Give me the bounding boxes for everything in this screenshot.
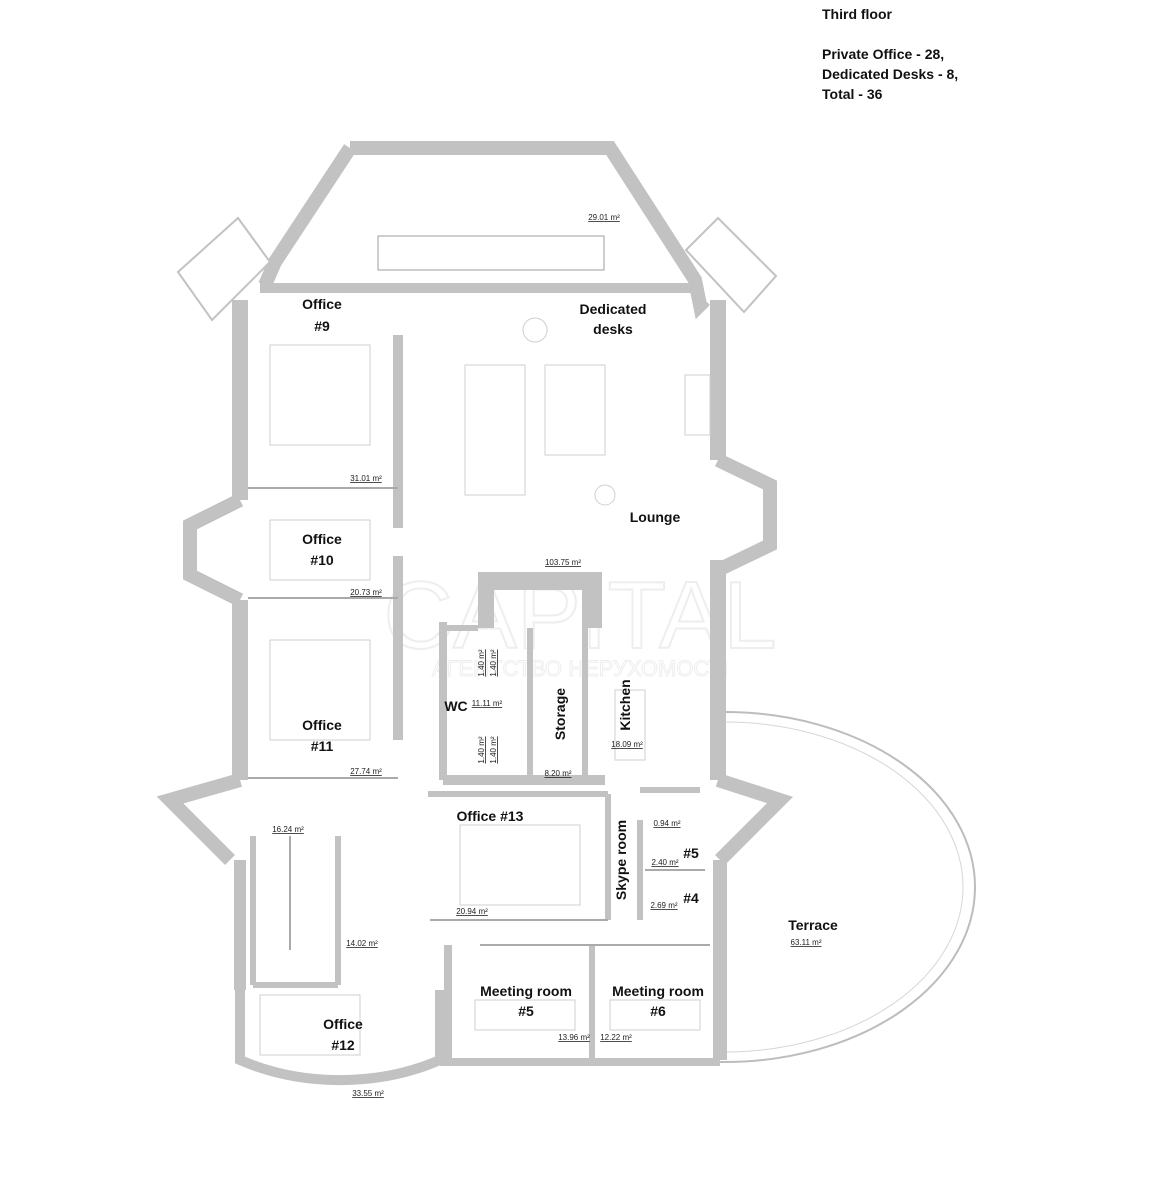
interior-walls bbox=[248, 335, 710, 1060]
office-10-label: Office bbox=[302, 531, 342, 547]
meeting-room-5-number: #5 bbox=[518, 1003, 534, 1019]
room-office-13: Office #13 20.94 m² bbox=[456, 808, 523, 916]
office-12-label: Office bbox=[323, 1016, 363, 1032]
office-11-label: Office bbox=[302, 717, 342, 733]
office-11-area: 27.74 m² bbox=[350, 767, 382, 776]
legend-total: Total - 36 bbox=[822, 86, 883, 102]
room-kitchen: Kitchen 18.09 m² bbox=[611, 679, 643, 749]
lounge-label: Lounge bbox=[630, 509, 681, 525]
room-storage: Storage 8.20 m² bbox=[544, 688, 571, 778]
lounge-area: 103.75 m² bbox=[545, 558, 581, 567]
room-stairwell: 16.24 m² bbox=[272, 825, 304, 834]
office-13-label: Office #13 bbox=[457, 808, 524, 824]
room-skype: Skype room 0.94 m² bbox=[613, 819, 681, 900]
meeting-room-5-label: Meeting room bbox=[480, 983, 572, 999]
room-booth-5: #5 2.40 m² bbox=[651, 845, 699, 867]
room-meeting-5: Meeting room #5 13.96 m² bbox=[480, 983, 590, 1042]
dedicated-desks-label-2: desks bbox=[593, 321, 633, 337]
watermark-tagline: АГЕНТСТВО НЕРУХОМОСТІ bbox=[432, 656, 728, 681]
office-10-number: #10 bbox=[310, 552, 334, 568]
hall-area: 14.02 m² bbox=[346, 939, 378, 948]
kitchen-area: 18.09 m² bbox=[611, 740, 643, 749]
storage-label: Storage bbox=[552, 688, 568, 740]
room-terrace: Terrace 63.11 m² bbox=[788, 917, 838, 947]
floor-legend: Third floor Private Office - 28, Dedicat… bbox=[822, 4, 958, 104]
exterior-walls bbox=[156, 141, 794, 1086]
furniture bbox=[259, 317, 711, 1056]
room-meeting-6: Meeting room #6 12.22 m² bbox=[600, 983, 704, 1042]
dedicated-desks-area: 29.01 m² bbox=[588, 213, 620, 222]
meeting-room-6-area: 12.22 m² bbox=[600, 1033, 632, 1042]
legend-private-office: Private Office - 28, bbox=[822, 46, 945, 62]
room-hall: 14.02 m² bbox=[346, 939, 378, 948]
wc-cubicle-area: 1.40 m² bbox=[489, 649, 498, 676]
office-11-number: #11 bbox=[311, 738, 334, 754]
booth-4-area: 2.69 m² bbox=[650, 901, 677, 910]
office-9-label: Office bbox=[302, 296, 342, 312]
room-office-12: Office #12 33.55 m² bbox=[323, 1016, 384, 1098]
dedicated-desks-label: Dedicated bbox=[580, 301, 647, 317]
meeting-room-5-area: 13.96 m² bbox=[558, 1033, 590, 1042]
legend-dedicated-desks: Dedicated Desks - 8, bbox=[822, 66, 959, 82]
terrace-label: Terrace bbox=[788, 917, 838, 933]
booth-4-label: #4 bbox=[683, 890, 699, 906]
skype-room-area: 0.94 m² bbox=[653, 819, 680, 828]
stairwell-area: 16.24 m² bbox=[272, 825, 304, 834]
kitchen-label: Kitchen bbox=[617, 679, 633, 730]
office-9-number: #9 bbox=[314, 318, 330, 334]
room-booth-4: #4 2.69 m² bbox=[650, 890, 699, 910]
storage-area: 8.20 m² bbox=[544, 769, 571, 778]
room-wc: WC 11.11 m² 1.40 m² 1.40 m² 1.40 m² 1.40… bbox=[444, 649, 502, 763]
booth-5-label: #5 bbox=[683, 845, 699, 861]
meeting-room-6-number: #6 bbox=[650, 1003, 666, 1019]
room-lounge: Lounge 103.75 m² bbox=[545, 509, 681, 567]
wc-cubicle-area: 1.40 m² bbox=[477, 649, 486, 676]
office-12-area: 33.55 m² bbox=[352, 1089, 384, 1098]
wc-cubicle-area: 1.40 m² bbox=[489, 736, 498, 763]
office-13-area: 20.94 m² bbox=[456, 907, 488, 916]
wc-area: 11.11 m² bbox=[472, 699, 503, 708]
office-12-number: #12 bbox=[331, 1037, 355, 1053]
meeting-room-6-label: Meeting room bbox=[612, 983, 704, 999]
wc-cubicle-area: 1.40 m² bbox=[477, 736, 486, 763]
floor-title: Third floor bbox=[822, 6, 892, 22]
office-10-area: 20.73 m² bbox=[350, 588, 382, 597]
wc-label: WC bbox=[444, 698, 467, 714]
room-office-10: Office #10 20.73 m² bbox=[302, 531, 382, 597]
skype-room-label: Skype room bbox=[613, 820, 629, 900]
room-office-9: Office #9 31.01 m² bbox=[302, 296, 382, 483]
room-dedicated-desks: Dedicated desks 29.01 m² bbox=[580, 213, 647, 337]
booth-5-area: 2.40 m² bbox=[651, 858, 678, 867]
corner-windows bbox=[176, 216, 778, 322]
terrace-area: 63.11 m² bbox=[791, 938, 822, 947]
office-9-area: 31.01 m² bbox=[350, 474, 382, 483]
room-office-11: Office #11 27.74 m² bbox=[302, 717, 382, 776]
